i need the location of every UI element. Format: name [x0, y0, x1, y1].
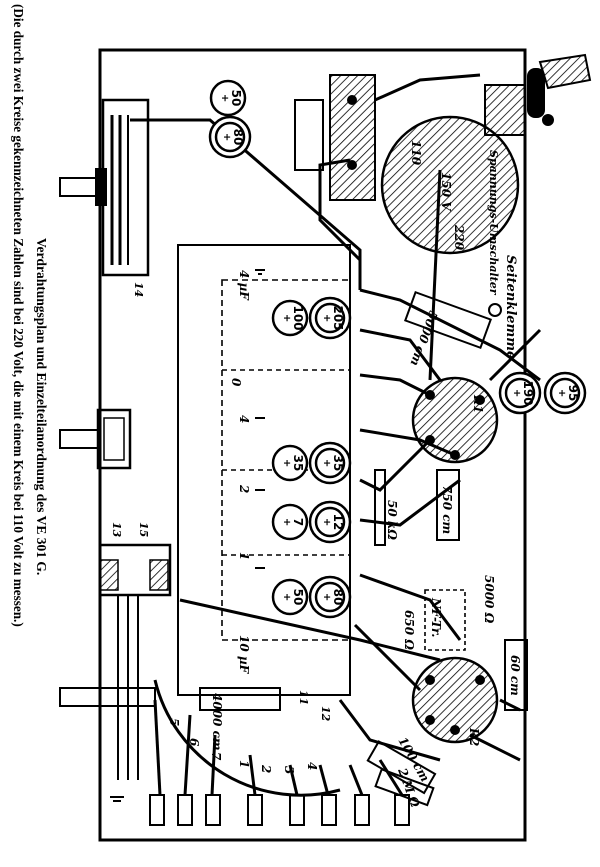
label-cap4000: 4000 cm: [210, 693, 224, 751]
voltage-220-0-plus: +: [221, 133, 232, 141]
label-res5000: 5000 Ω: [482, 575, 496, 624]
capacitor-60: [504, 639, 528, 711]
voltage-110-2: 35+: [271, 444, 309, 482]
voltage-110-1: 100+: [271, 299, 309, 337]
label-t11: 11: [297, 690, 310, 705]
voltage-220-2: 95+: [543, 371, 587, 415]
voltage-220-5-plus: +: [321, 518, 332, 526]
label-cap750: 750 cm: [440, 485, 454, 534]
mains-terminal: [329, 74, 376, 201]
dial-drum: [153, 679, 341, 797]
label-t13: 13: [110, 522, 123, 538]
label-cap5000: 5000 cm: [407, 309, 440, 368]
voltage-110-1-plus: +: [281, 314, 292, 322]
label-10uf: 10 µF: [237, 635, 251, 675]
mains-plug: [484, 53, 592, 136]
seitenklemme-screw: [488, 303, 502, 317]
label-cap60: 60 cm: [508, 655, 522, 696]
voltage-220-3-plus: +: [321, 314, 332, 322]
label-t15: 15: [137, 522, 150, 537]
label-cap2: 2: [237, 484, 251, 493]
voltage-220-2-value: 95: [566, 385, 580, 402]
voltage-220-2-plus: +: [556, 389, 567, 397]
label-seitenklemme: Seitenklemme: [503, 255, 518, 359]
tube-socket-r1: [411, 376, 499, 464]
voltage-220-4-value: 35: [331, 455, 345, 472]
voltage-220-5: 12+: [308, 500, 352, 544]
label-v150: 150 V: [439, 172, 453, 212]
voltage-110-2-plus: +: [281, 459, 292, 467]
caption-line2: (Die durch zwei Kreise gekennzeichneten …: [11, 4, 26, 627]
volume-knob: [59, 408, 132, 470]
band-number-6: 6: [187, 738, 201, 747]
voltage-110-0-plus: +: [219, 94, 230, 102]
bottom-terminals: [149, 794, 410, 826]
label-res50k: 50 kΩ: [385, 500, 399, 540]
voltage-220-1: 190+: [498, 371, 542, 415]
capacitor-4000: [199, 687, 281, 711]
voltage-110-1-value: 100: [291, 305, 305, 330]
voltage-110-4: 50+: [271, 578, 309, 616]
voltage-220-5-value: 12: [331, 514, 345, 531]
capacitor-5000: [404, 290, 492, 350]
label-t12: 12: [319, 706, 332, 722]
voltage-220-4-plus: +: [321, 459, 332, 467]
voltage-220-0: 80+: [208, 115, 252, 159]
voltage-110-2-value: 35: [291, 455, 305, 472]
voltage-110-3-plus: +: [281, 518, 292, 526]
capacitor-750: [436, 469, 460, 541]
voltage-220-1-value: 190: [521, 380, 535, 405]
voltage-220-6: 80+: [308, 575, 352, 619]
voltage-110-0: 50+: [209, 79, 247, 117]
label-nftr: NF-Tr.: [429, 597, 443, 637]
band-number-3: 3: [282, 766, 296, 774]
band-number-2: 2: [259, 764, 273, 773]
capacitor-100: [366, 740, 437, 795]
label-res650: 650 Ω: [402, 610, 416, 650]
voltage-220-4: 35+: [308, 441, 352, 485]
voltage-220-6-plus: +: [321, 593, 332, 601]
voltage-110-0-value: 50: [229, 90, 243, 107]
voltage-110-4-plus: +: [281, 593, 292, 601]
label-spannungsumschalter: Spannungs-Umschalter: [487, 150, 500, 296]
voltage-220-3-value: 205: [331, 305, 345, 330]
band-switch: [59, 543, 172, 780]
label-t14: 14: [132, 282, 145, 297]
band-number-1: 1: [237, 760, 251, 768]
voltage-220-3: 205+: [308, 296, 352, 340]
tuning-capacitor: [59, 98, 150, 277]
resistor-50k: [374, 469, 386, 546]
label-4uf: 4 µF: [237, 270, 251, 301]
caption-line1: Verdrahtungsplan und Einzelteilanordnung…: [34, 238, 49, 575]
label-cap1: 1: [237, 552, 251, 560]
voltage-220-1-plus: +: [511, 389, 522, 397]
band-number-5: 5: [167, 718, 181, 726]
resistor-2m: [374, 768, 435, 807]
band-number-4: 4: [305, 762, 319, 770]
voltage-switch: [380, 115, 520, 255]
ground-symbols: [110, 269, 265, 802]
voltage-220-0-value: 80: [231, 129, 245, 146]
voltage-110-3-value: 7: [291, 518, 305, 526]
label-r2: R2: [467, 727, 481, 746]
label-cap4: 4: [237, 415, 251, 423]
label-v220: 220: [452, 224, 466, 251]
nf-transformer: [424, 589, 466, 651]
label-cap0: 0: [229, 378, 243, 387]
capacitor-dashed-area: [221, 279, 351, 641]
voltage-110-3: 7+: [271, 503, 309, 541]
voltage-220-6-value: 80: [331, 589, 345, 606]
label-v110: 110: [409, 140, 423, 166]
band-number-7: 7: [209, 752, 223, 761]
label-r1: R1: [471, 394, 485, 413]
wiring-lines: [130, 73, 542, 796]
voltage-110-4-value: 50: [291, 589, 305, 606]
